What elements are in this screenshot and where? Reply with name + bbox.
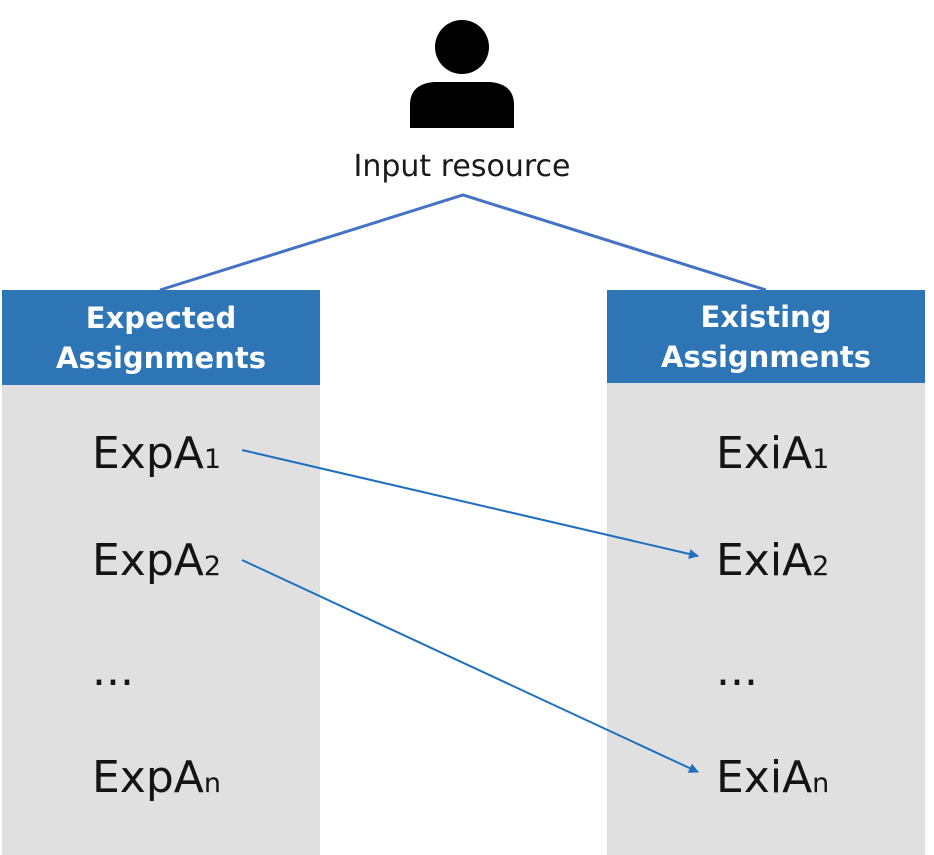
existing-item-1: ExiA1	[716, 428, 829, 486]
item-base: ExiA	[716, 535, 813, 586]
item-subscript: n	[203, 768, 221, 799]
expected-assignments-header: Expected Assignments	[2, 290, 320, 385]
item-subscript: n	[812, 768, 830, 799]
existing-item-ellipsis: ...	[716, 645, 758, 697]
item-base: ExpA	[92, 428, 204, 479]
item-subscript: 1	[203, 444, 222, 475]
item-base: ExpA	[92, 535, 204, 586]
item-subscript: 2	[812, 551, 830, 582]
expected-item-n: ExpAn	[92, 752, 221, 810]
input-resource-label: Input resource	[353, 149, 571, 184]
item-base: ...	[716, 645, 758, 696]
existing-header-line2: Assignments	[661, 339, 871, 374]
existing-item-n: ExiAn	[716, 752, 829, 810]
item-subscript: 2	[203, 551, 222, 582]
expected-header-line1: Expected	[85, 300, 237, 335]
expected-item-1: ExpA1	[92, 428, 221, 486]
tree-connector	[159, 193, 767, 292]
expected-item-ellipsis: ...	[92, 645, 134, 697]
item-base: ExiA	[716, 428, 813, 479]
existing-header-line1: Existing	[700, 299, 832, 334]
item-base: ...	[92, 645, 134, 696]
person-icon	[410, 20, 514, 128]
expected-header-line2: Assignments	[56, 340, 266, 375]
item-base: ExpA	[92, 752, 204, 803]
expected-item-2: ExpA2	[92, 535, 221, 593]
existing-item-2: ExiA2	[716, 535, 829, 593]
item-base: ExiA	[716, 752, 813, 803]
existing-assignments-header: Existing Assignments	[607, 290, 925, 383]
item-subscript: 1	[812, 444, 830, 475]
